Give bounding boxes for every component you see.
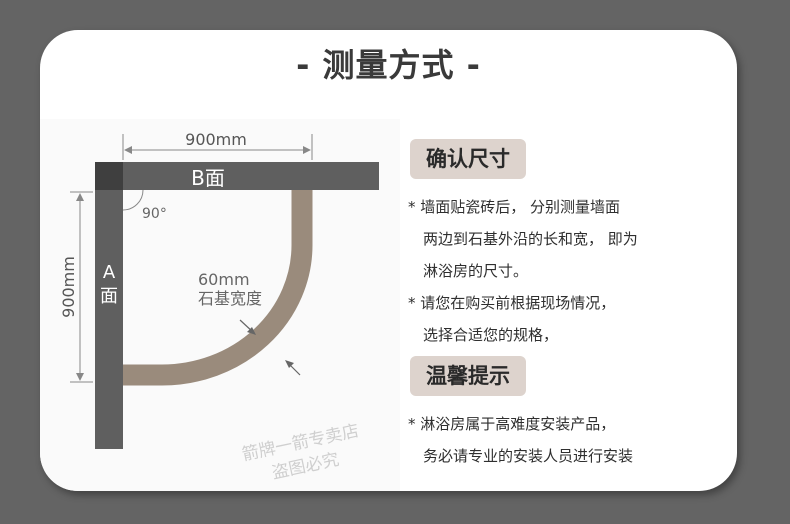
tips-text: * 淋浴房属于高难度安装产品， 务必请专业的安装人员进行安装: [408, 408, 633, 472]
angle-arc: [122, 189, 144, 211]
tips-heading: 温馨提示: [410, 356, 526, 396]
width-dimension-label: 900mm: [185, 130, 247, 149]
dim-top-arrow-right: [303, 146, 311, 154]
confirm-size-heading: 确认尺寸: [410, 139, 526, 179]
wall-b: [95, 162, 379, 190]
text-line: * 淋浴房属于高难度安装产品，: [408, 415, 616, 433]
stone-width-label-1: 60mm: [198, 270, 250, 289]
text-line: 务必请专业的安装人员进行安装: [423, 447, 634, 465]
pointer-arrowhead-outer: [285, 360, 294, 368]
a-face-label-top: A: [103, 262, 116, 283]
wall-a: [95, 162, 123, 449]
text-line: 淋浴房的尺寸。: [423, 262, 529, 280]
measurement-diagram: B面 A 面 900mm 900mm 90° 60mm 石基宽度 箭牌一箭专卖店…: [40, 119, 400, 491]
dim-top-arrow-left: [124, 146, 132, 154]
angle-label: 90°: [142, 206, 167, 222]
dim-left-arrow-top: [76, 193, 84, 201]
page-title: - 测量方式 -: [296, 46, 481, 84]
text-line: 选择合适您的规格，: [423, 326, 559, 344]
text-line: * 请您在购买前根据现场情况，: [408, 294, 616, 312]
text-line: * 墙面贴瓷砖后， 分别测量墙面: [408, 198, 621, 216]
a-face-label-bottom: 面: [100, 286, 118, 307]
dim-left-arrow-bottom: [76, 373, 84, 381]
card: - 测量方式 - B面 A 面 900mm 900mm 90°: [40, 30, 737, 491]
b-face-label: B面: [191, 166, 225, 190]
confirm-size-text: * 墙面贴瓷砖后， 分别测量墙面 两边到石基外沿的长和宽， 即为 淋浴房的尺寸。…: [408, 191, 638, 351]
height-dimension-label: 900mm: [59, 256, 78, 318]
pointer-arrowhead-inner: [247, 327, 256, 335]
stone-width-label-2: 石基宽度: [198, 289, 262, 308]
text-line: 两边到石基外沿的长和宽， 即为: [423, 230, 638, 248]
wall-corner: [95, 162, 123, 190]
stone-base: [120, 178, 313, 386]
